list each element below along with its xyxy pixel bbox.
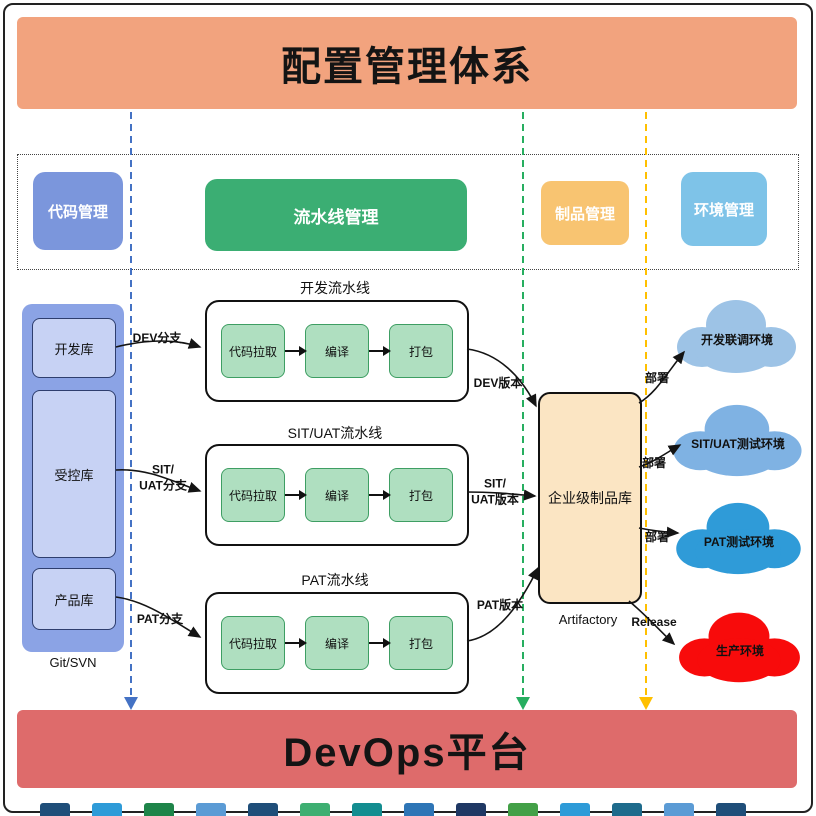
pipeline-step-compile: 编译 [305, 616, 369, 670]
label-deploy-dev: 部署 [644, 371, 670, 386]
pipeline-dev-title: 开发流水线 [300, 280, 370, 296]
bottom-strip [40, 803, 780, 816]
scm-tool-label: Git/SVN [49, 655, 97, 670]
label-situat-branch: SIT/ UAT分支 [139, 462, 187, 492]
legend-item-pipeline-management: 流水线管理 [205, 179, 467, 251]
strip-tile [404, 803, 434, 816]
pipeline-step-compile: 编译 [305, 324, 369, 378]
step-arrow-icon [285, 490, 307, 500]
diagram-title: 配置管理体系 [281, 45, 533, 89]
pipeline-step-compile: 编译 [305, 468, 369, 522]
repo-dev: 开发库 [32, 318, 116, 378]
legend-item-artifact-management: 制品管理 [541, 181, 629, 245]
pipeline-pat: 代码拉取 编译 打包 [205, 592, 469, 694]
pipeline-situat: 代码拉取 编译 打包 [205, 444, 469, 546]
strip-tile [40, 803, 70, 816]
label-deploy-situat: 部署 [641, 456, 667, 471]
legend-item-code-management: 代码管理 [33, 172, 123, 250]
artifact-product-label: Artifactory [558, 612, 618, 627]
pipeline-pat-title: PAT流水线 [301, 572, 369, 588]
cloud-icon [676, 502, 801, 575]
step-arrow-icon [285, 638, 307, 648]
strip-tile [508, 803, 538, 816]
strip-tile [612, 803, 642, 816]
pipeline-step-checkout: 代码拉取 [221, 324, 285, 378]
strip-tile [248, 803, 278, 816]
strip-tile [144, 803, 174, 816]
step-arrow-icon [369, 490, 391, 500]
environment-cloud-pat: PAT测试环境 [671, 496, 807, 578]
cloud-icon [673, 404, 802, 477]
environment-label: 生产环境 [715, 643, 764, 658]
environment-label: SIT/UAT测试环境 [691, 436, 785, 451]
strip-tile [664, 803, 694, 816]
cloud-icon [679, 612, 800, 683]
cloud-icon [677, 300, 796, 373]
label-pat-version: PAT版本 [476, 598, 524, 613]
pipeline-step-package: 打包 [389, 324, 453, 378]
strip-tile [716, 803, 746, 816]
label-situat-version: SIT/ UAT版本 [471, 476, 519, 506]
strip-tile [560, 803, 590, 816]
artifact-repository: 企业级制品库 [538, 392, 642, 604]
bottom-banner: DevOps平台 [17, 710, 797, 788]
repo-controlled: 受控库 [32, 390, 116, 558]
platform-title: DevOps平台 [283, 731, 531, 775]
strip-tile [92, 803, 122, 816]
strip-tile [300, 803, 330, 816]
pipeline-step-checkout: 代码拉取 [221, 468, 285, 522]
management-legend-box [17, 154, 799, 270]
environment-cloud-production: 生产环境 [674, 606, 806, 686]
strip-tile [352, 803, 382, 816]
step-arrow-icon [369, 346, 391, 356]
label-pat-branch: PAT分支 [136, 612, 184, 627]
step-arrow-icon [369, 638, 391, 648]
environment-label: 开发联调环境 [700, 332, 773, 347]
environment-cloud-situat: SIT/UAT测试环境 [668, 398, 808, 480]
repo-product: 产品库 [32, 568, 116, 630]
label-dev-version: DEV版本 [473, 376, 523, 391]
label-release-production: Release [631, 615, 677, 630]
pipeline-step-package: 打包 [389, 468, 453, 522]
step-arrow-icon [285, 346, 307, 356]
pipeline-step-package: 打包 [389, 616, 453, 670]
strip-tile [456, 803, 486, 816]
pipeline-situat-title: SIT/UAT流水线 [287, 425, 383, 441]
top-banner: 配置管理体系 [17, 17, 797, 109]
label-deploy-pat: 部署 [644, 530, 670, 545]
strip-tile [196, 803, 226, 816]
environment-cloud-dev: 开发联调环境 [672, 293, 802, 377]
legend-item-environment-management: 环境管理 [681, 172, 767, 246]
pipeline-step-checkout: 代码拉取 [221, 616, 285, 670]
environment-label: PAT测试环境 [703, 534, 775, 549]
label-dev-branch: DEV分支 [132, 331, 182, 346]
pipeline-dev: 代码拉取 编译 打包 [205, 300, 469, 402]
